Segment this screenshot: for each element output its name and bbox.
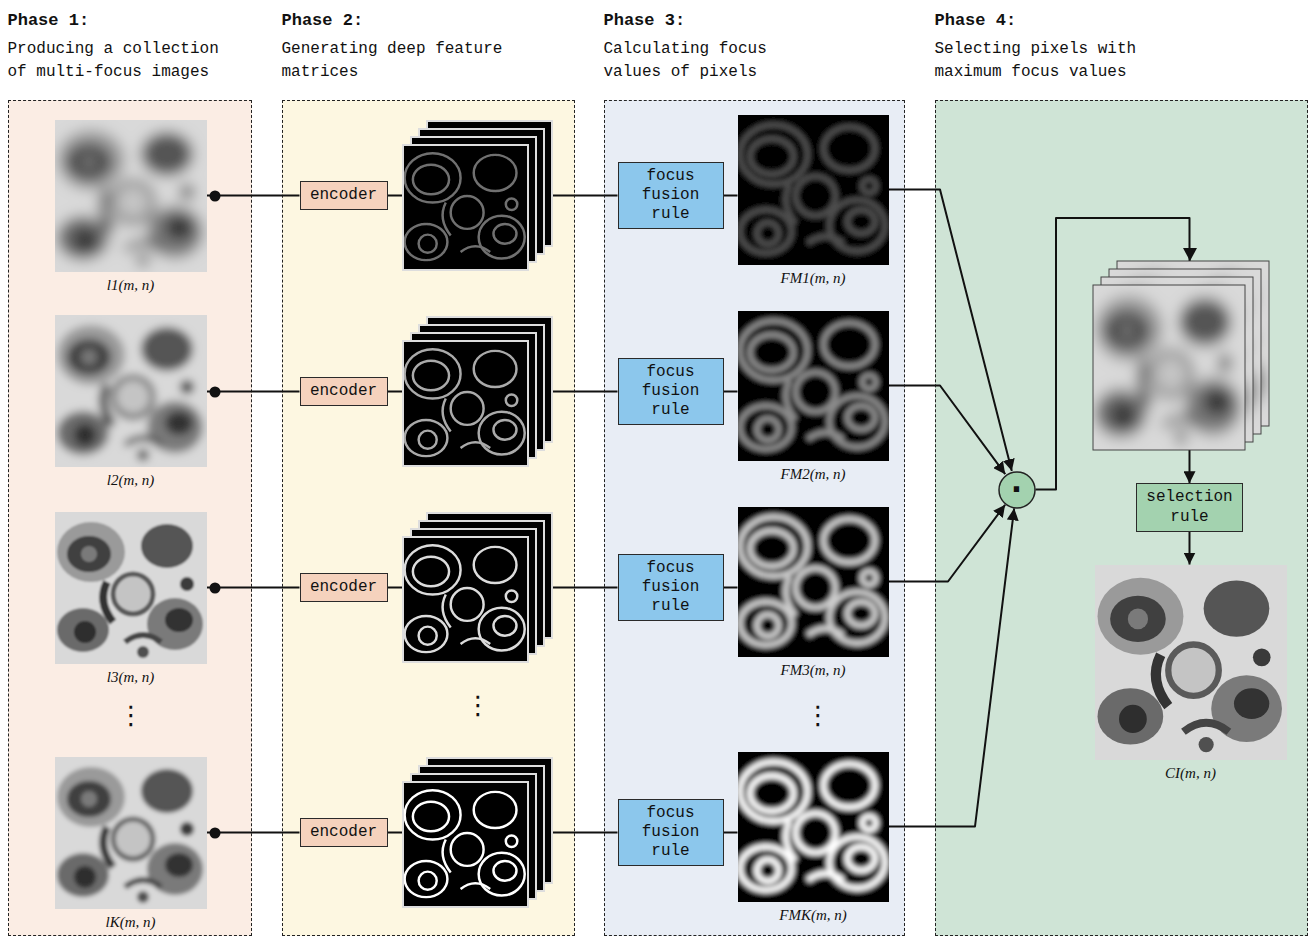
feature-layer — [403, 782, 528, 907]
box-label: encoder — [310, 578, 377, 597]
phase-description: Calculating focus values of pixels — [604, 38, 814, 84]
junction-dot — [210, 583, 221, 594]
phase-header: Phase 1: Producing a collection of multi-… — [8, 9, 240, 84]
process-box: focus fusion rule — [618, 799, 724, 867]
process-box: selection rule — [1136, 483, 1243, 531]
blurred-image — [25, 90, 237, 302]
process-box: focus fusion rule — [618, 554, 724, 622]
process-box: encoder — [300, 181, 388, 210]
phase-panel: Phase 4:Selecting pixels with maximum fo… — [935, 100, 1308, 936]
sharp-image — [25, 482, 237, 694]
phase-description: Generating deep feature matrices — [282, 38, 562, 84]
phase-description: Producing a collection of multi-focus im… — [8, 38, 240, 84]
junction-dot — [210, 387, 221, 398]
operator-circle: · — [998, 471, 1036, 509]
image-label: l1(m, n) — [55, 276, 207, 294]
operator-symbol: · — [1011, 475, 1022, 505]
junction-dot — [210, 191, 221, 202]
focus-map — [708, 722, 919, 931]
process-box: focus fusion rule — [618, 358, 724, 426]
ellipsis-mark: ⋮ — [465, 692, 491, 718]
box-label: focus fusion rule — [625, 804, 717, 862]
image-label: FMK(m, n) — [738, 906, 889, 924]
box-label: focus fusion rule — [625, 167, 717, 225]
image-label: FM2(m, n) — [738, 465, 889, 483]
phase-panel: Phase 1:Producing a collection of multi-… — [8, 100, 252, 936]
image-tile: FMK(m, n) — [738, 752, 889, 924]
image-label: CI(m, n) — [1095, 764, 1287, 782]
ellipsis-mark: ⋮ — [805, 702, 831, 728]
process-box: focus fusion rule — [618, 162, 724, 230]
connector — [889, 190, 1012, 472]
sharp-image — [25, 727, 237, 939]
feature-layer — [403, 145, 528, 270]
arrow-head — [1183, 248, 1197, 261]
image-label: FM1(m, n) — [738, 269, 889, 287]
label-holder: ⋮ — [805, 702, 831, 728]
phase-heading: Phase 4: — [935, 9, 1165, 34]
connector — [889, 508, 1015, 826]
connector — [724, 195, 738, 197]
phase-heading: Phase 2: — [282, 9, 562, 34]
blurred-image — [25, 285, 237, 497]
image-label: l3(m, n) — [55, 668, 207, 686]
focus-map — [708, 477, 919, 686]
image-tile: CI(m, n) — [1095, 565, 1287, 782]
box-label: encoder — [310, 823, 377, 842]
box-label: encoder — [310, 186, 377, 205]
stack-layer — [1063, 252, 1275, 482]
box-label: focus fusion rule — [625, 363, 717, 421]
image-tile: l3(m, n) — [55, 512, 207, 686]
focus-map — [708, 85, 919, 294]
box-label: encoder — [310, 382, 377, 401]
feature-map — [378, 757, 552, 931]
box-label: focus fusion rule — [625, 559, 717, 617]
image-tile: FM2(m, n) — [738, 311, 889, 483]
feature-map — [378, 512, 552, 686]
label-holder: ⋮ — [118, 702, 144, 728]
phase-header: Phase 2: Generating deep feature matrices — [282, 9, 562, 84]
image-tile: FM1(m, n) — [738, 115, 889, 287]
input-images — [25, 90, 237, 939]
image-label: l2(m, n) — [55, 471, 207, 489]
composite-image — [1057, 527, 1311, 799]
stack-border — [1093, 285, 1245, 450]
focus-maps — [708, 85, 919, 931]
feature-layer — [403, 537, 528, 662]
box-label: selection rule — [1143, 488, 1236, 526]
process-box: encoder — [300, 377, 388, 406]
ellipsis-mark: ⋮ — [118, 702, 144, 728]
connector — [724, 832, 738, 834]
process-box: encoder — [300, 818, 388, 847]
feature-stacks — [378, 120, 552, 931]
junction-dot — [210, 828, 221, 839]
process-box: encoder — [300, 573, 388, 602]
image-label: FM3(m, n) — [738, 661, 889, 679]
image-stack — [1063, 228, 1299, 482]
connector — [724, 587, 738, 589]
connector — [1189, 532, 1191, 565]
phase-header: Phase 4: Selecting pixels with maximum fo… — [935, 9, 1165, 84]
image-tile: l1(m, n) — [55, 120, 207, 294]
image-tile: l2(m, n) — [55, 315, 207, 489]
image-tile: lK(m, n) — [55, 757, 207, 931]
connector — [724, 391, 738, 393]
feature-map — [378, 120, 552, 294]
image-tile: FM3(m, n) — [738, 507, 889, 679]
phase-header: Phase 3: Calculating focus values of pixe… — [604, 9, 814, 84]
connector — [889, 505, 1006, 582]
label-holder: ⋮ — [465, 692, 491, 718]
circle-shape — [999, 472, 1035, 508]
focus-map — [708, 281, 919, 490]
phase-heading: Phase 1: — [8, 9, 240, 34]
phase-description: Selecting pixels with maximum focus valu… — [935, 38, 1165, 84]
phase-panel: Phase 3:Calculating focus values of pixe… — [604, 100, 905, 936]
feature-map — [378, 316, 552, 490]
connector — [889, 386, 1006, 475]
image-label: lK(m, n) — [55, 913, 207, 931]
feature-layer — [403, 341, 528, 466]
phase-heading: Phase 3: — [604, 9, 814, 34]
